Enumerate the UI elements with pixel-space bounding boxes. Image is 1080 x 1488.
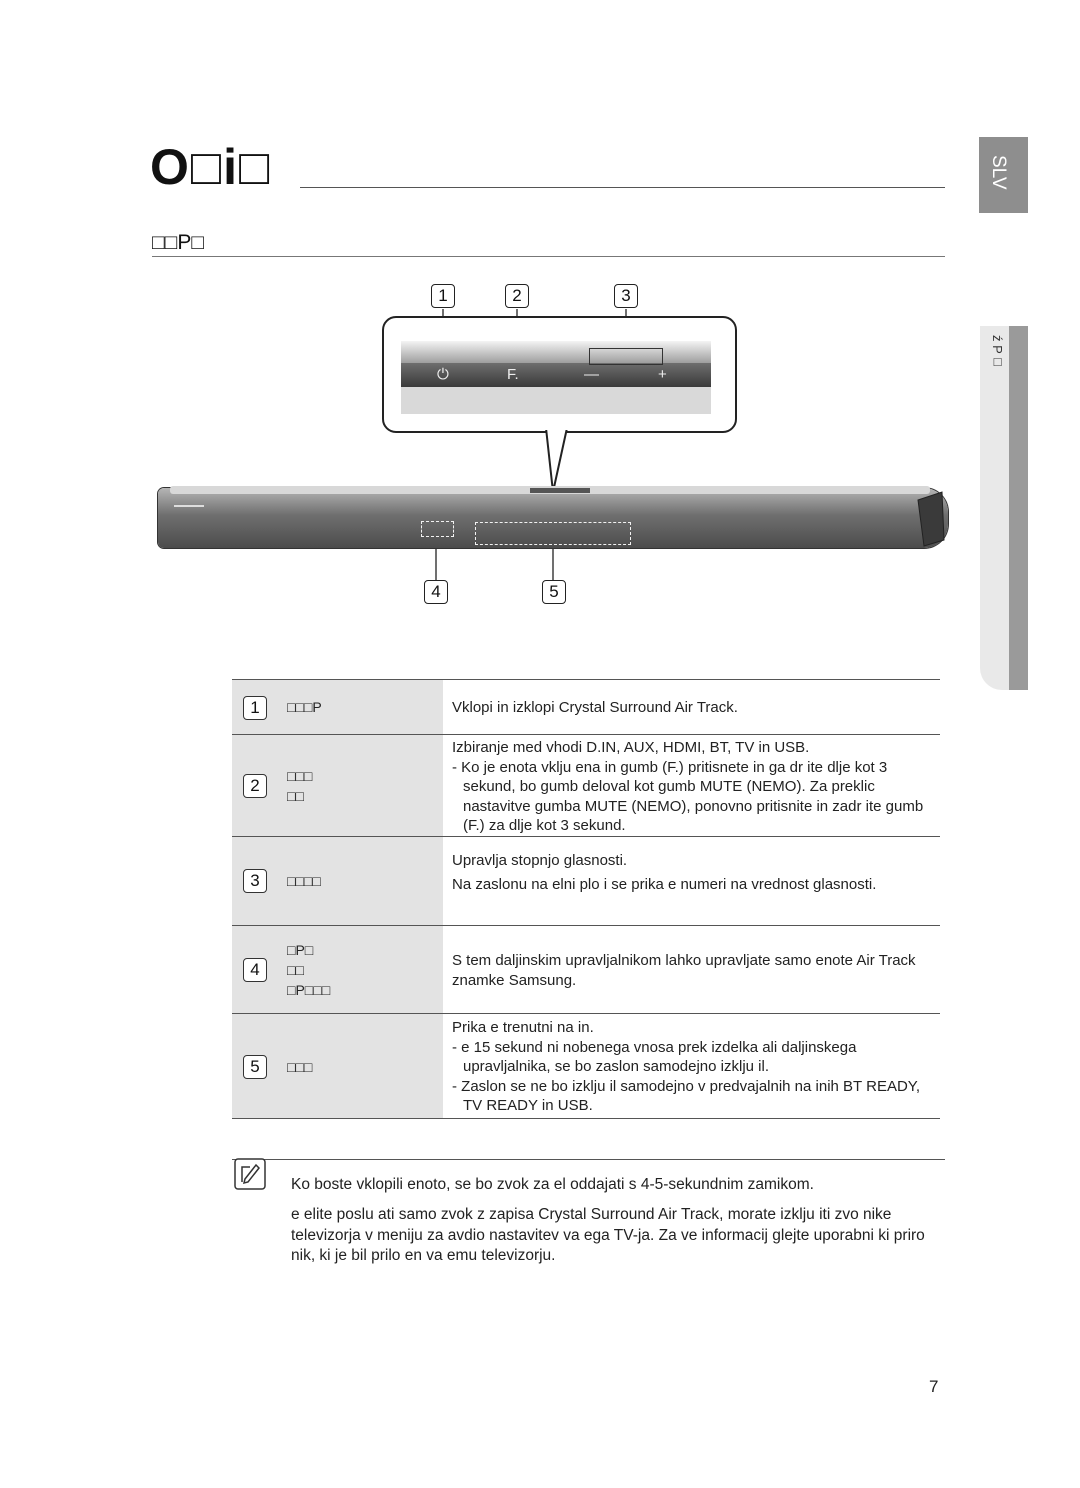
row-name: □P□ □□ □P□□□ [287,942,331,998]
callout-2: 2 [505,284,529,308]
table-label-cell [232,680,443,735]
description-line: Na zaslonu na elni plo i se prika e nume… [452,875,877,893]
row-description: Upravlja stopnjo glasnosti. Na zaslonu n… [452,851,937,894]
row-description: S tem daljinskim upravljalnikom lahko up… [452,951,937,990]
row-name: □□□ [287,1059,313,1075]
callout-4: 4 [424,580,448,604]
description-line: Izbiranje med vhodi D.IN, AUX, HDMI, BT,… [452,739,810,756]
row-name: □□□ □□ [287,768,313,804]
table-bottom-rule [232,1118,940,1119]
note-rule [232,1159,945,1160]
description-line: Upravlja stopnjo glasnosti. [452,852,628,869]
row-description: Prika e trenutni na in. - e 15 sekund ni… [452,1018,937,1116]
note-icon [234,1158,266,1190]
row-description: Izbiranje med vhodi D.IN, AUX, HDMI, BT,… [452,738,937,836]
description-line: Vklopi in izklopi Crystal Surround Air T… [452,699,738,716]
description-line: - Ko je enota vklju ena in gumb (F.) pri… [452,758,924,835]
function-button-label: F. [507,366,519,383]
soundbar-button-strip [530,488,590,493]
callout-3: 3 [614,284,638,308]
volume-up-icon: + [658,366,667,383]
row-number: 2 [243,774,267,798]
row-number: 5 [243,1055,267,1079]
table-row: 1 □□□P Vklopi in izklopi Crystal Surroun… [232,679,940,735]
section-title: □□P□ [152,231,205,254]
title-rule [300,187,945,188]
note-text: e elite poslu ati samo zvok z zapisa Cry… [291,1206,925,1264]
zoom-panel-face [401,363,711,387]
table-label-cell [232,1014,443,1119]
row-number: 3 [243,869,267,893]
soundbar-body [158,488,948,548]
display-outline [475,522,631,545]
page-number: 7 [929,1377,939,1396]
description-line: S tem daljinskim upravljalnikom lahko up… [452,952,916,989]
description-line: - e 15 sekund ni nobenega vnosa prek izd… [452,1038,857,1076]
table-label-cell [232,926,443,1014]
volume-down-icon: — [584,366,599,383]
section-side-strip [1009,326,1028,690]
table-row: 3 □□□□ Upravlja stopnjo glasnosti. Na za… [232,836,940,926]
row-number: 1 [243,696,267,720]
table-label-cell [232,735,443,837]
row-description: Vklopi in izklopi Crystal Surround Air T… [452,698,937,718]
row-number: 4 [243,958,267,982]
remote-sensor-outline [421,521,454,537]
brand-logo [174,505,204,507]
row-name: □□□□ [287,873,321,889]
soundbar-end-cap [917,491,945,547]
language-tab-label: SLV [988,155,1009,190]
row-name: □□□P [287,699,322,715]
page-title: O□i□ [150,139,272,195]
table-label-cell [232,837,443,926]
power-icon: ⏻ [437,366,449,383]
table-row: 2 □□□ □□ Izbiranje med vhodi D.IN, AUX, … [232,734,940,837]
section-side-label: ź P□ [990,335,1005,369]
note-text: Ko boste vklopili enoto, se bo zvok za e… [291,1176,814,1193]
zoom-panel-top [401,341,711,363]
volume-button-outline [589,348,663,365]
table-row: 5 □□□ Prika e trenutni na in. - e 15 sek… [232,1013,940,1119]
table-row: 4 □P□ □□ □P□□□ S tem daljinskim upravlja… [232,925,940,1014]
description-line: - Zaslon se ne bo izklju il samodejno v … [452,1077,921,1115]
language-tab: SLV [979,137,1028,213]
description-line: Prika e trenutni na in. [452,1019,594,1036]
callout-1: 1 [431,284,455,308]
section-rule [152,256,945,257]
callout-5: 5 [542,580,566,604]
